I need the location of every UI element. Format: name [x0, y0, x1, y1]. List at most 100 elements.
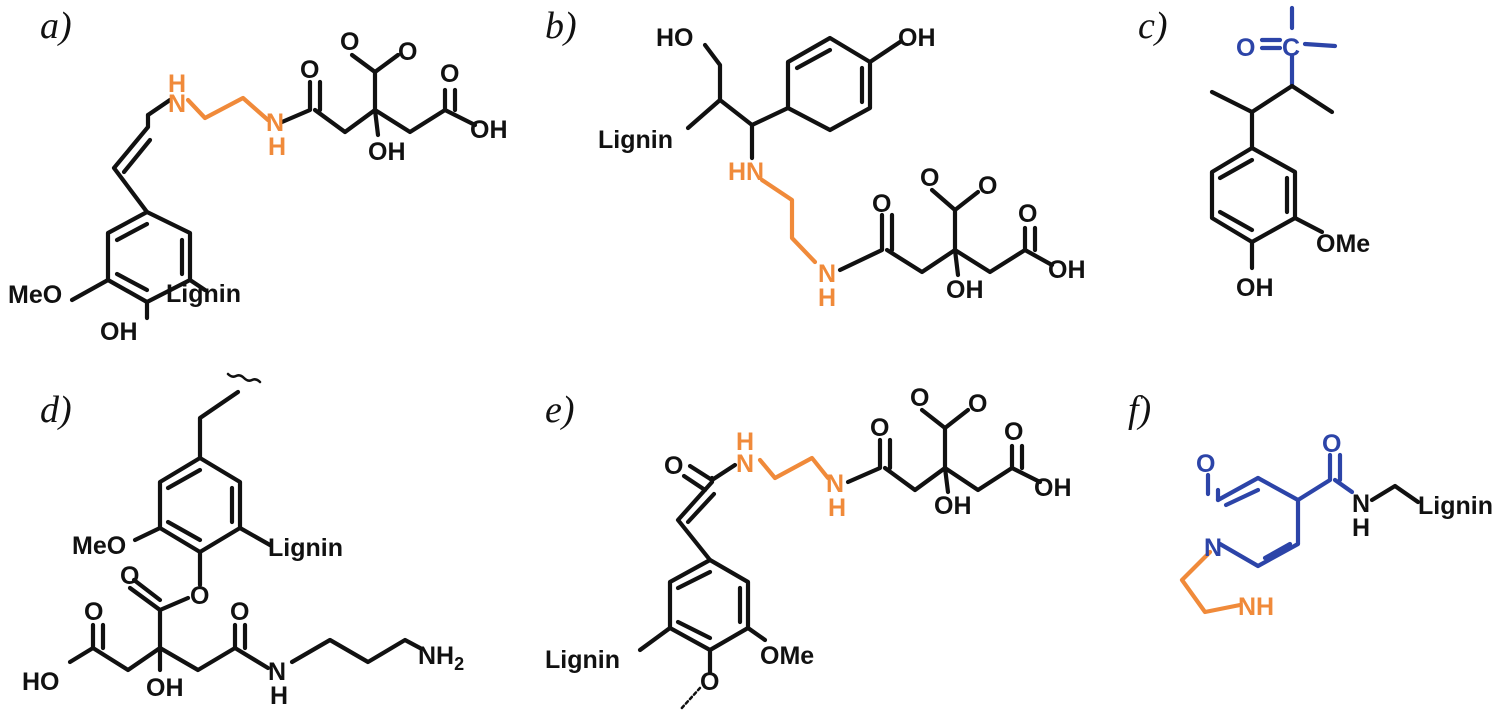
- panel-d-citrate-left: [90, 607, 163, 673]
- panel-a-amide-bond: [279, 79, 313, 125]
- panel-b-atom-oh-acid: OH: [1048, 256, 1086, 284]
- panel-d-atom-lignin: Lignin: [268, 534, 343, 562]
- panel-a-atom-n1: N: [168, 90, 186, 118]
- panel-e-ome-bond: [745, 625, 768, 643]
- panel-a-atom-o-acid: O: [440, 60, 459, 88]
- panel-f-atom-o-amide: O: [1322, 430, 1341, 458]
- panel-f-lignin-chain: [1369, 483, 1421, 505]
- panel-e-carboxylate-right: [942, 407, 971, 431]
- panel-d-amide-n-bond: [232, 645, 271, 671]
- panel-b-atom-h: H: [818, 284, 836, 312]
- panel-f-atom-n-ring: N: [1204, 534, 1222, 562]
- panel-f-atom-nh-ring: NH: [1238, 593, 1274, 621]
- panel-e-acid-oh-bond: [1009, 465, 1043, 485]
- panel-e-ethylenediamine-linker: [757, 455, 831, 481]
- panel-d-label: d): [40, 389, 72, 431]
- panel-e-atom-oh-acid: OH: [1034, 474, 1072, 502]
- panel-b-atom-o-acid: O: [1018, 200, 1037, 228]
- panel-f-atom-o-ring: O: [1196, 450, 1215, 478]
- panel-a-ring-inner-bonds: [114, 221, 185, 293]
- panel-a-atom-oh-mid: OH: [368, 138, 406, 166]
- panel-b-carboxylate-right: [952, 189, 981, 213]
- panel-f-pyridinone-ring: [1215, 475, 1301, 569]
- panel-b-atom-ho-top: HO: [656, 24, 694, 52]
- panel-d-atom-o-amide: O: [230, 598, 249, 626]
- panel-e-atom-ome: OMe: [760, 642, 814, 670]
- panel-b-ethylenediamine-linker: [759, 177, 818, 265]
- panel-e-atom-o-amide: O: [870, 414, 889, 442]
- panel-e-atom-h1: H: [736, 428, 754, 456]
- panel-e: e) O H N N H O O O OH O OH Ligni: [545, 384, 1072, 712]
- panel-e-amide-bonds: [687, 462, 738, 483]
- panel-c: c) O C OMe OH: [1138, 5, 1370, 302]
- panel-d-citrate-right: [157, 622, 238, 673]
- panel-c-chain-left: [1209, 83, 1295, 115]
- panel-f-ring-extra: [1215, 475, 1261, 503]
- panel-c-chain-right: [1289, 83, 1335, 115]
- panel-e-atom-o-top2: O: [968, 390, 987, 418]
- panel-b-atom-n: N: [818, 260, 836, 288]
- panel-b-atom-oh-mid: OH: [946, 276, 984, 304]
- panel-f-atom-h-amide: H: [1352, 514, 1370, 542]
- panel-d-ring-inner-bonds: [165, 467, 235, 543]
- panel-a-atom-oh-bottom: OH: [100, 318, 138, 346]
- panel-e-vinyl-double: [685, 491, 717, 525]
- panel-e-atom-lignin: Lignin: [545, 646, 620, 674]
- panel-e-oh-mid-bond: [942, 465, 951, 495]
- panel-b-acid-oh-bond: [1022, 247, 1055, 268]
- panel-c-ome-bond: [1292, 215, 1325, 235]
- panel-b-oh-mid-bond: [952, 247, 961, 278]
- panel-e-atom-oh-mid: OH: [934, 492, 972, 520]
- panel-d-wavy-attachment: [226, 372, 262, 384]
- panel-a-ch2-n-bond: [145, 97, 173, 118]
- panel-f-amide-bond: [1295, 452, 1333, 503]
- panel-a-atom-h2: H: [268, 133, 286, 161]
- panel-a-atom-o-top2: O: [398, 38, 417, 66]
- panel-b-atom-hn: HN: [728, 158, 764, 186]
- panel-d-lignin-bond: [237, 525, 273, 548]
- panel-d-atom-oh: OH: [146, 674, 184, 702]
- panel-a-oh-mid-bond: [372, 107, 381, 138]
- panel-d-atom-h: H: [270, 682, 288, 710]
- panel-b-ring-oh-bond: [867, 39, 903, 65]
- panel-f-amide-n-bond: [1332, 477, 1355, 495]
- panel-d-ethylenediamine: [289, 637, 423, 665]
- panel-e-amide-double: [681, 473, 708, 493]
- panel-f-atom-lignin: Lignin: [1418, 492, 1493, 520]
- panel-b-carboxylate-up: [929, 187, 958, 253]
- panel-e-atom-h2: H: [828, 494, 846, 522]
- panel-f-ring-double: [1223, 487, 1261, 508]
- panel-b-atom-lignin: Lignin: [598, 126, 673, 154]
- panel-e-citrate-chain: [882, 443, 1015, 493]
- panel-a-atom-n2: N: [266, 109, 284, 137]
- panel-d-atom-o-ester: O: [190, 582, 209, 610]
- panel-b-backbone: [702, 42, 791, 128]
- panel-c-label: c): [1138, 5, 1168, 47]
- panel-d-atom-nh2: NH2: [418, 642, 464, 674]
- panel-e-atom-o-left: O: [664, 452, 683, 480]
- panel-a-acid-oh-bond: [442, 107, 478, 128]
- panel-d-acid-oh-bond: [67, 645, 96, 665]
- panel-b-amide-bond: [837, 212, 885, 273]
- panel-b-label: b): [545, 5, 577, 47]
- panel-e-amide2-bond: [845, 437, 883, 485]
- panel-f-ring-inner2: [1262, 541, 1293, 561]
- panel-d: d) MeO Lignin O O O O HO OH N H NH2: [22, 372, 464, 710]
- panel-c-carbon-bonds: [1289, 5, 1338, 89]
- panel-b-atom-o-top2: O: [978, 172, 997, 200]
- panel-c-benzene-ring: [1209, 145, 1298, 245]
- panel-e-atom-o-top: O: [910, 384, 929, 412]
- panel-a-atom-oh-acid: OH: [470, 116, 508, 144]
- panel-b-atom-o-top: O: [920, 164, 939, 192]
- panel-c-atom-oh: OH: [1236, 274, 1274, 302]
- panel-f-label: f): [1128, 389, 1151, 431]
- panel-a-double-bond: [121, 137, 153, 175]
- panel-b-ring-inner-bonds: [794, 47, 865, 105]
- panel-a: a) H N N H O O O OH O OH MeO OH L: [8, 5, 508, 346]
- panel-a-atom-o-top: O: [340, 28, 359, 56]
- panel-c-atom-o: O: [1236, 34, 1255, 62]
- panel-e-label: e): [545, 389, 575, 431]
- panel-a-atom-o-amide: O: [300, 56, 319, 84]
